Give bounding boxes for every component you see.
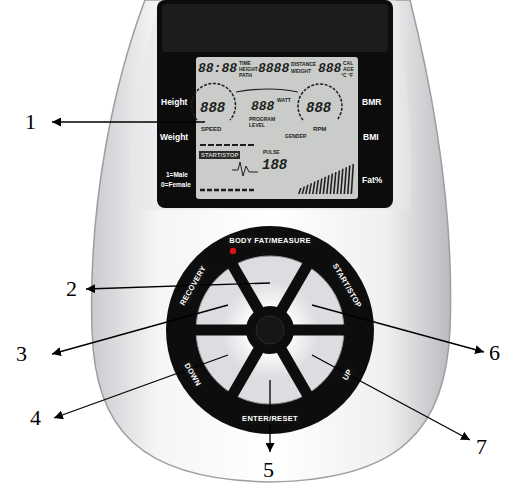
bezel-label: BMR xyxy=(362,98,381,107)
button-label: BODY FAT/MEASURE xyxy=(227,236,313,246)
lcd-label: PULSE xyxy=(263,150,280,155)
lcd-digits: 888 xyxy=(200,101,225,115)
lcd-label: DISTANCE xyxy=(291,62,316,67)
lcd-label: TIME xyxy=(239,61,251,66)
lcd-label: PROGRAM xyxy=(249,117,275,122)
lcd-label: START/STOP xyxy=(199,151,240,159)
lcd-label: °C °F xyxy=(341,73,353,78)
bezel-label: BMI xyxy=(363,133,379,142)
bezel-label: Height xyxy=(161,98,187,107)
bezel-label: 0=Female xyxy=(161,182,191,189)
bezel-label: Weight xyxy=(160,133,188,142)
lcd-digits: 8888 xyxy=(258,62,289,75)
lcd-label: RPM xyxy=(313,126,326,132)
callout-number: 5 xyxy=(263,459,274,481)
lcd-label: GENDER xyxy=(285,134,306,139)
lcd-label: CAL xyxy=(343,61,353,66)
callout-number: 4 xyxy=(30,407,41,429)
callout-number: 7 xyxy=(476,436,487,458)
lcd-digits: 888 xyxy=(251,100,274,113)
callout-number: 3 xyxy=(16,343,27,365)
lcd-digits: 888 xyxy=(318,62,341,75)
lcd-label: LEVEL xyxy=(249,123,265,128)
lcd-label: HEIGHT xyxy=(239,67,258,72)
lcd-digits: 188 xyxy=(262,158,287,172)
lcd-digits: 88:88 xyxy=(198,62,237,75)
lcd-label: WATT xyxy=(277,98,291,103)
lcd-label: PATH xyxy=(239,73,252,78)
callout-number: 6 xyxy=(489,342,500,364)
button-label: ENTER/RESET xyxy=(240,414,300,424)
callout-number: 2 xyxy=(66,278,77,300)
lcd-label: WEIGHT xyxy=(291,69,311,74)
bezel-label: Fat% xyxy=(362,176,382,185)
bezel-label: 1=Male xyxy=(166,172,188,179)
lcd-label: SPEED xyxy=(201,126,221,132)
callout-number: 1 xyxy=(25,111,36,133)
lcd-digits: 888 xyxy=(306,101,331,115)
lcd-label: AGE xyxy=(343,67,354,72)
